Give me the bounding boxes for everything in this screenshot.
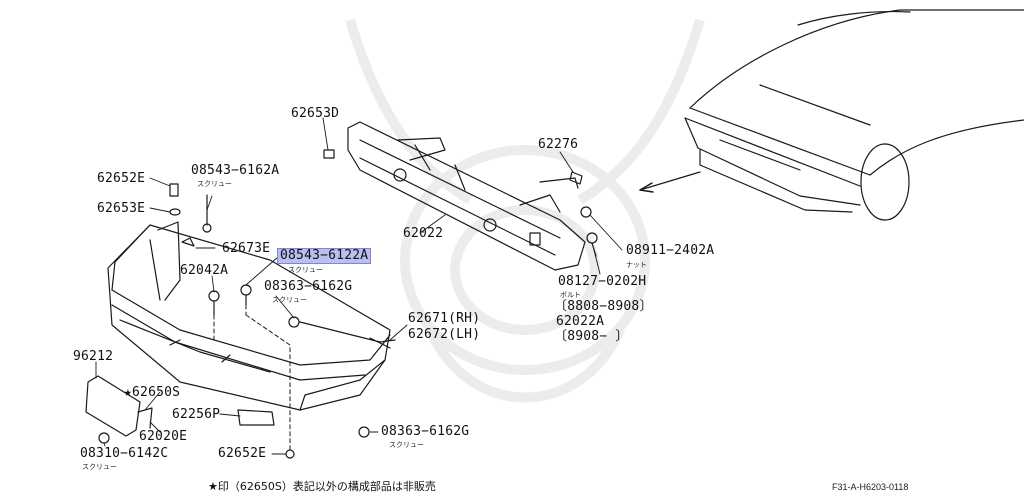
dashed-guides (213, 304, 291, 451)
label-range-8808-8908: 〔8808−8908〕 (554, 299, 653, 314)
label-62652e-bottom[interactable]: 62652E (218, 446, 267, 461)
label-08543-6162a[interactable]: 08543−6162A (191, 163, 280, 178)
diagram-code: F31-A-H6203-0118 (832, 482, 909, 492)
label-08363-6162g-lower[interactable]: 08363−6162G (381, 424, 470, 439)
label-62653d[interactable]: 62653D (291, 106, 340, 121)
label-62672-lh[interactable]: 62672(LH) (408, 327, 481, 342)
direction-arrow (639, 171, 701, 193)
part-62652e-clip (169, 183, 179, 197)
part-62653d-shape (323, 149, 335, 159)
label-62652e-top[interactable]: 62652E (97, 171, 146, 186)
label-62671-rh[interactable]: 62671(RH) (408, 311, 481, 326)
label-08363-6162g-lower-type: スクリュー (389, 441, 424, 449)
label-range-8908: 〔8908− 〕 (554, 329, 629, 344)
label-62020e[interactable]: 62020E (139, 429, 188, 444)
lower-clip-62256p (237, 409, 275, 426)
label-08543-6122a-type: スクリュー (288, 266, 323, 274)
part-62652e-lower (285, 449, 295, 459)
left-side-bracket (149, 221, 181, 301)
label-62022a[interactable]: 62022A (556, 314, 605, 329)
watermark-logo (345, 18, 705, 403)
label-08911-2402a[interactable]: 08911−2402A (626, 243, 715, 258)
leader-lines (95, 117, 623, 455)
reinforcement-beam (347, 121, 586, 271)
label-62650s[interactable]: ★62650S (124, 385, 181, 400)
label-96212[interactable]: 96212 (73, 349, 114, 364)
label-08363-6162g-upper-type: スクリュー (272, 296, 307, 304)
label-08911-2402a-type: ナット (626, 261, 647, 269)
label-08310-6142c-type: スクリュー (82, 463, 117, 471)
side-rod (299, 321, 396, 349)
part-62653e-clip (169, 208, 181, 216)
label-08127-0202h[interactable]: 08127−0202H (558, 274, 647, 289)
car-front-view (684, 9, 1024, 221)
footnote: ★印（62650S）表記以外の構成部品は非販売 (208, 480, 436, 493)
part-62673e-clip (181, 237, 195, 247)
label-62022[interactable]: 62022 (403, 226, 444, 241)
label-08543-6162a-type: スクリュー (197, 180, 232, 188)
part-62276-shape (569, 171, 583, 185)
label-62276[interactable]: 62276 (538, 137, 579, 152)
label-08543-6122a[interactable]: 08543−6122A (276, 248, 372, 264)
label-62256p[interactable]: 62256P (172, 407, 221, 422)
label-62673e[interactable]: 62673E (222, 241, 271, 256)
label-08127-0202h-type: ボルト (560, 291, 581, 299)
bumper-cover (107, 224, 391, 411)
screw-lower-right (358, 426, 370, 438)
label-62042a[interactable]: 62042A (180, 263, 229, 278)
label-08363-6162g-upper[interactable]: 08363−6162G (264, 279, 353, 294)
label-62653e[interactable]: 62653E (97, 201, 146, 216)
label-08310-6142c[interactable]: 08310−6142C (80, 446, 169, 461)
